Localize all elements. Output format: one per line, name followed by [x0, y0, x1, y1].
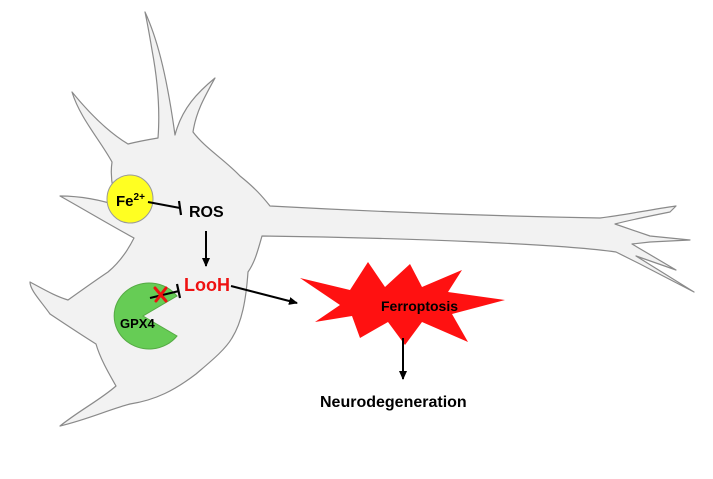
inhibit-gpx4-looh-bar	[175, 283, 182, 299]
gpx4-label: GPX4	[120, 316, 155, 331]
iron-node	[106, 174, 154, 224]
gpx4-node	[113, 282, 178, 350]
inhibit-fe-ros-bar	[177, 200, 183, 216]
inhibit-gpx4-looh-line	[149, 290, 180, 299]
iron-label: Fe2+	[116, 192, 145, 210]
blocked-cross-icon	[153, 286, 168, 303]
inhibit-fe-ros-line	[147, 201, 181, 209]
looh-label: LooH	[184, 275, 230, 295]
ros-label: ROS	[189, 204, 224, 221]
neurodegeneration-label: Neurodegeneration	[320, 394, 467, 411]
arrow-looh-ferroptosis	[230, 285, 298, 305]
ferroptosis-burst	[300, 262, 505, 345]
neuron-cell	[29, 11, 695, 427]
ferroptosis-label: Ferroptosis	[381, 298, 458, 314]
